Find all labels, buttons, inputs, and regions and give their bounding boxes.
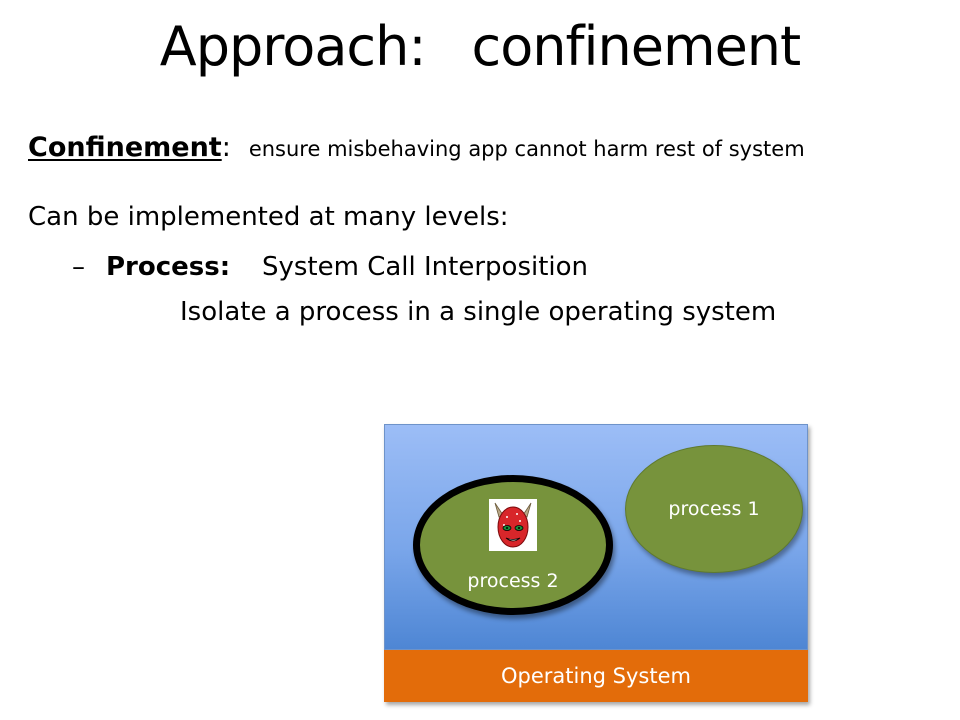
definition-text: ensure misbehaving app cannot harm rest … [248,137,805,161]
process-2-confined-ellipse: process 2 [413,475,613,615]
definition-line: Confinement: ensure misbehaving app canno… [28,132,805,163]
bullet-level: Process: [106,252,231,282]
bullet-description: Isolate a process in a single operating … [180,297,777,327]
devil-face-icon [489,499,537,551]
definition-colon: : [221,132,231,163]
process-area: process 1 process 2 [384,424,808,650]
bullet-mechanism: System Call Interposition [262,252,589,282]
definition-term: Confinement [28,132,222,163]
process-1-label: process 1 [668,498,760,520]
title-part-confinement: confinement [471,15,802,78]
operating-system-bar: Operating System [384,650,808,702]
process-2-label: process 2 [467,570,559,592]
title-part-approach: Approach: [159,15,427,78]
process-1-ellipse: process 1 [625,445,803,573]
levels-intro: Can be implemented at many levels: [28,202,509,232]
bullet-process: –Process: System Call Interposition [72,252,588,282]
slide-title: Approach: confinement [0,12,960,82]
bullet-dash: – [72,252,85,282]
confinement-diagram: process 1 process 2 Operating System [384,424,808,702]
